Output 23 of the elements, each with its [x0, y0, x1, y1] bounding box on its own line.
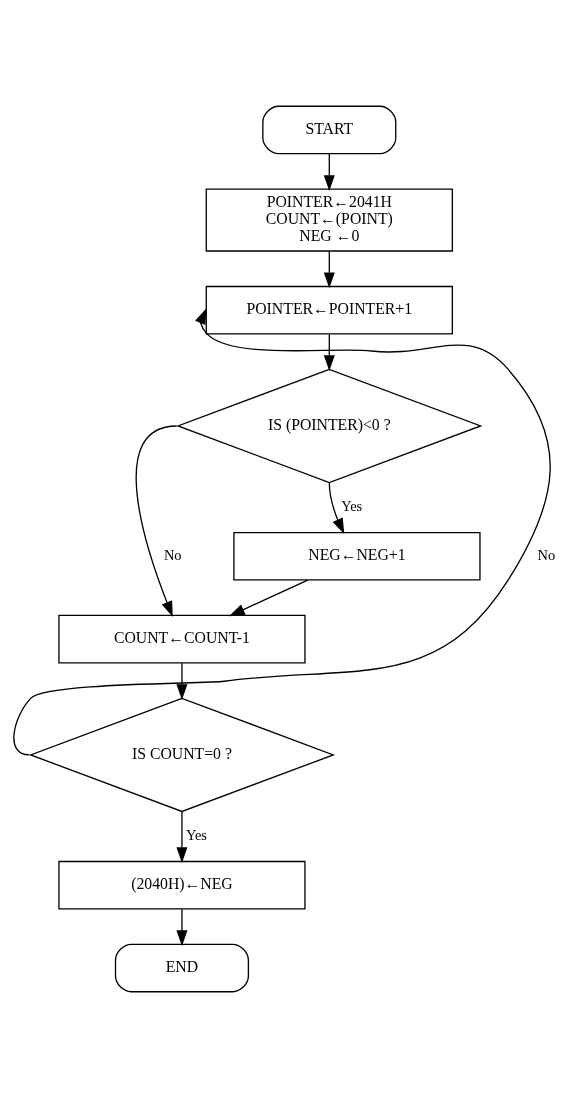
- arrow: [13, 308, 551, 756]
- node-box: POINTER←POINTER+1: [205, 285, 453, 335]
- node-box: COUNT←COUNT-1: [58, 614, 306, 664]
- node-box: NEG←NEG+1: [233, 531, 481, 581]
- edge-label: No: [163, 546, 182, 563]
- node-box: END: [114, 943, 250, 993]
- edge-label: Yes: [341, 498, 363, 515]
- arrow: [228, 579, 309, 617]
- arrow: [328, 481, 345, 535]
- node-box: POINTER←2041H COUNT←(POINT) NEG ←0: [205, 188, 453, 252]
- arrow: [323, 153, 335, 192]
- node-box: (2040H)←NEG: [58, 860, 306, 910]
- edge-label: Yes: [185, 827, 207, 844]
- node-diamond: IS (POINTER)<0 ?: [176, 368, 483, 484]
- arrow: [323, 333, 335, 372]
- arrow: [176, 908, 188, 947]
- node-diamond: IS COUNT=0 ?: [28, 697, 336, 813]
- arrow: [135, 425, 178, 617]
- node-box: START: [262, 105, 397, 155]
- arrow: [176, 810, 188, 864]
- arrow: [176, 662, 188, 700]
- arrow: [323, 250, 335, 289]
- edge-label: No: [537, 546, 556, 563]
